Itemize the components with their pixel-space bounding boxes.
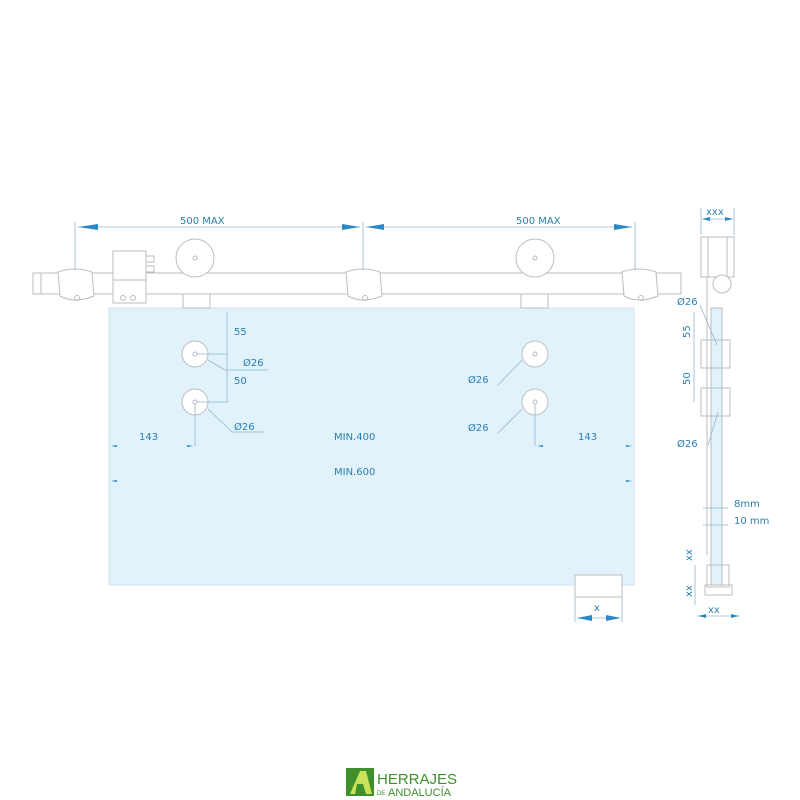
side-dim-50: 50 bbox=[682, 372, 693, 385]
hole-top-right bbox=[521, 340, 549, 368]
label-hole-top-left: Ø26 bbox=[243, 357, 264, 369]
stopper-bracket bbox=[112, 250, 147, 304]
label-hole-bottom-right: Ø26 bbox=[468, 422, 489, 434]
guide-dim: x bbox=[594, 603, 600, 614]
edge-dim-left: 143 bbox=[139, 432, 158, 443]
guide-width: xx bbox=[708, 605, 720, 616]
roller-right bbox=[515, 238, 555, 278]
glass-10mm: 10 mm bbox=[734, 516, 769, 527]
label-hole-top-right: Ø26 bbox=[468, 374, 489, 386]
top-dim-right: 500 MAX bbox=[516, 216, 561, 227]
rail-end bbox=[32, 272, 42, 295]
guide-height-2: xx bbox=[684, 585, 695, 597]
edge-dim-right: 143 bbox=[578, 432, 597, 443]
roller-left-axle bbox=[192, 255, 198, 261]
floor-guide bbox=[574, 574, 623, 598]
guide-height-1: xx bbox=[684, 549, 695, 561]
logo-line2: ANDALUCÍA bbox=[388, 786, 452, 799]
dim-55: 55 bbox=[234, 327, 247, 338]
wall-clamp-right bbox=[621, 268, 659, 301]
roller-left bbox=[175, 238, 215, 278]
side-view bbox=[693, 208, 740, 618]
wall-clamp-middle bbox=[345, 268, 383, 301]
logo: HERRAJES DE ANDALUCÍA bbox=[346, 768, 457, 799]
min-600: MIN.600 bbox=[334, 467, 375, 478]
wall-clamp-left bbox=[57, 268, 95, 301]
min-400: MIN.400 bbox=[334, 432, 375, 443]
side-hole-bottom: Ø26 bbox=[677, 438, 698, 450]
side-glass bbox=[710, 307, 723, 586]
logo-line2-prefix: DE bbox=[377, 791, 385, 797]
side-dim-55: 55 bbox=[682, 325, 693, 338]
logo-line1: HERRAJES bbox=[377, 771, 457, 788]
side-top-width: xxx bbox=[706, 207, 724, 218]
label-hole-bottom-left: Ø26 bbox=[234, 421, 255, 433]
side-hole-top: Ø26 bbox=[677, 296, 698, 308]
glass-8mm: 8mm bbox=[734, 499, 760, 510]
roller-right-axle bbox=[532, 255, 538, 261]
top-dim-left: 500 MAX bbox=[180, 216, 225, 227]
dim-50: 50 bbox=[234, 376, 247, 387]
